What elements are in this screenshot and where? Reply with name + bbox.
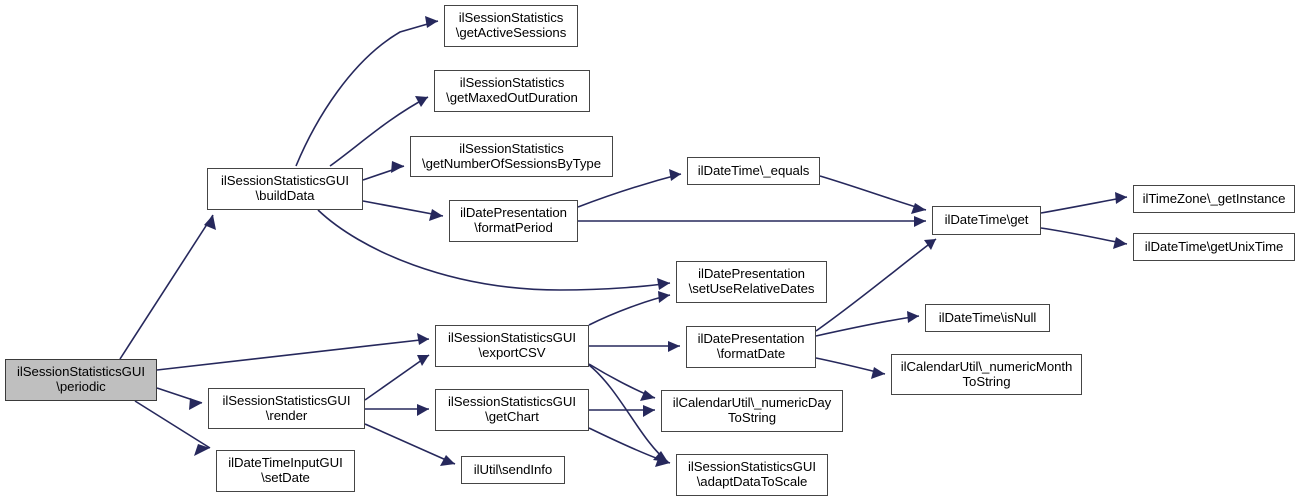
graph-node-label-setUseRelativeDates: ilDatePresentation \setUseRelativeDates	[688, 266, 815, 296]
arrowhead-getChart-to-adaptDataToScale	[655, 456, 670, 467]
graph-node-getActiveSessions[interactable]: ilSessionStatistics \getActiveSessions	[444, 5, 578, 47]
arrowhead-get-to-getUnixTime	[1113, 237, 1127, 249]
edge-periodic-to-buildData	[119, 214, 214, 360]
graph-node-label-setDate: ilDateTimeInputGUI \setDate	[228, 455, 343, 485]
edge-render-to-exportCSV	[364, 354, 430, 401]
graph-node-get[interactable]: ilDateTime\get	[932, 206, 1041, 235]
graph-node-label-render: ilSessionStatisticsGUI \render	[222, 392, 351, 423]
graph-node-sendInfo[interactable]: ilUtil\sendInfo	[461, 456, 565, 484]
edge-periodic-to-exportCSV	[156, 338, 430, 371]
graph-node-isNull[interactable]: ilDateTime\isNull	[925, 304, 1050, 332]
arrowhead-buildData-to-getMaxedOutDuration	[415, 96, 428, 107]
graph-node-getChart[interactable]: ilSessionStatisticsGUI \getChart	[435, 389, 589, 431]
arrowhead-buildData-to-setUseRelativeDates	[657, 278, 670, 290]
arrowhead-render-to-exportCSV	[417, 355, 429, 366]
graph-node-label-periodic: ilSessionStatisticsGUI \periodic	[17, 364, 145, 394]
graph-node-label-isNull: ilDateTime\isNull	[938, 309, 1037, 325]
graph-node-label-adaptDataToScale: ilSessionStatisticsGUI \adaptDataToScale	[688, 459, 816, 489]
arrowhead-buildData-to-getActiveSessions	[425, 16, 438, 28]
edge-formatPeriod-to-equals	[577, 173, 682, 208]
edge-formatDate-to-get	[815, 238, 937, 332]
graph-node-numericMonthToString[interactable]: ilCalendarUtil\_numericMonth ToString	[891, 354, 1082, 395]
graph-node-equals[interactable]: ilDateTime\_equals	[687, 157, 820, 185]
arrowhead-formatPeriod-to-equals	[669, 169, 681, 181]
graph-node-periodic[interactable]: ilSessionStatisticsGUI \periodic	[5, 359, 157, 401]
arrowhead-periodic-to-setDate	[194, 444, 210, 456]
edge-get-to-getUnixTime	[1040, 227, 1128, 245]
graph-node-label-formatDate: ilDatePresentation \formatDate	[697, 331, 805, 361]
edge-render-to-sendInfo	[364, 423, 456, 465]
graph-node-label-getNumberOfSessionsByType: ilSessionStatistics \getNumberOfSessions…	[421, 140, 601, 171]
graph-node-label-sendInfo: ilUtil\sendInfo	[473, 461, 553, 477]
graph-node-label-numericMonthToString: ilCalendarUtil\_numericMonth ToString	[900, 358, 1073, 389]
edge-equals-to-get	[819, 175, 927, 211]
arrowhead-exportCSV-to-adaptDataToScale	[653, 451, 668, 462]
arrowhead-formatPeriod-to-get	[914, 216, 926, 227]
graph-node-getInstance[interactable]: ilTimeZone\_getInstance	[1133, 185, 1295, 213]
edge-exportCSV-to-setUseRelativeDates	[588, 294, 671, 326]
arrowhead-periodic-to-exportCSV	[417, 333, 429, 345]
arrowhead-formatDate-to-isNull	[907, 311, 919, 323]
edge-periodic-to-setDate	[134, 400, 211, 449]
arrowhead-render-to-getChart	[417, 404, 429, 416]
graph-node-label-equals: ilDateTime\_equals	[697, 162, 810, 178]
graph-node-getUnixTime[interactable]: ilDateTime\getUnixTime	[1133, 233, 1295, 261]
graph-node-label-getInstance: ilTimeZone\_getInstance	[1142, 190, 1286, 206]
graph-node-label-get: ilDateTime\get	[944, 212, 1029, 228]
graph-node-label-formatPeriod: ilDatePresentation \formatPeriod	[460, 205, 567, 235]
graph-node-formatPeriod[interactable]: ilDatePresentation \formatPeriod	[449, 200, 578, 242]
graph-node-render[interactable]: ilSessionStatisticsGUI \render	[208, 388, 365, 429]
graph-node-label-getUnixTime: ilDateTime\getUnixTime	[1144, 238, 1284, 254]
graph-node-label-getMaxedOutDuration: ilSessionStatistics \getMaxedOutDuration	[446, 75, 578, 105]
edge-buildData-to-formatPeriod	[362, 200, 444, 217]
edge-exportCSV-to-adaptDataToScale	[588, 364, 669, 463]
arrowhead-periodic-to-buildData	[204, 215, 216, 230]
graph-node-label-getActiveSessions: ilSessionStatistics \getActiveSessions	[455, 10, 567, 40]
arrowhead-exportCSV-to-numericDayToString	[640, 390, 655, 401]
arrowhead-exportCSV-to-setUseRelativeDates	[658, 291, 670, 303]
arrowhead-formatDate-to-get	[924, 239, 936, 250]
graph-node-adaptDataToScale[interactable]: ilSessionStatisticsGUI \adaptDataToScale	[676, 454, 828, 496]
graph-node-label-getChart: ilSessionStatisticsGUI \getChart	[448, 394, 576, 424]
arrowhead-equals-to-get	[911, 203, 926, 214]
graph-node-getMaxedOutDuration[interactable]: ilSessionStatistics \getMaxedOutDuration	[434, 70, 590, 112]
arrowhead-buildData-to-formatPeriod	[429, 209, 443, 221]
edge-buildData-to-getActiveSessions	[295, 20, 439, 167]
edge-buildData-to-getMaxedOutDuration	[329, 96, 429, 167]
graph-node-getNumberOfSessionsByType[interactable]: ilSessionStatistics \getNumberOfSessions…	[410, 136, 613, 177]
arrowhead-render-to-sendInfo	[440, 455, 455, 466]
arrowhead-get-to-getInstance	[1115, 192, 1127, 204]
graph-node-exportCSV[interactable]: ilSessionStatisticsGUI \exportCSV	[435, 325, 589, 367]
edge-buildData-to-setUseRelativeDates	[317, 209, 671, 291]
edge-get-to-getInstance	[1040, 196, 1128, 214]
graph-node-setDate[interactable]: ilDateTimeInputGUI \setDate	[216, 450, 355, 492]
graph-node-formatDate[interactable]: ilDatePresentation \formatDate	[686, 326, 816, 368]
graph-node-numericDayToString[interactable]: ilCalendarUtil\_numericDay ToString	[661, 390, 843, 432]
graph-node-buildData[interactable]: ilSessionStatisticsGUI \buildData	[207, 168, 363, 210]
arrowhead-formatDate-to-numericMonthToString	[871, 367, 885, 379]
arrowhead-buildData-to-getNumberOfSessionsByType	[391, 161, 404, 173]
arrowhead-getChart-to-numericDayToString	[643, 405, 655, 417]
arrowhead-exportCSV-to-formatDate	[668, 341, 680, 352]
graph-node-label-buildData: ilSessionStatisticsGUI \buildData	[221, 173, 349, 203]
graph-node-setUseRelativeDates[interactable]: ilDatePresentation \setUseRelativeDates	[676, 261, 827, 303]
graph-node-label-exportCSV: ilSessionStatisticsGUI \exportCSV	[448, 330, 576, 360]
arrowhead-periodic-to-render	[189, 398, 202, 410]
graph-node-label-numericDayToString: ilCalendarUtil\_numericDay ToString	[672, 395, 832, 425]
